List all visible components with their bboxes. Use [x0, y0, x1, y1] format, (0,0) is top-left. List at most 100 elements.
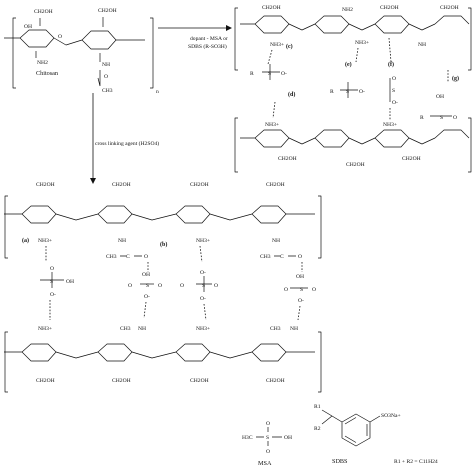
ch2oh-p2e: CH2OH	[346, 162, 365, 168]
msa-s: S	[266, 435, 269, 441]
chitosan-name: Chitosan	[36, 70, 58, 77]
o-p3l: O	[284, 287, 288, 293]
crosslink-arrow: cross linking agent (H2SO4)	[90, 93, 159, 184]
s-p3b: S	[146, 283, 149, 289]
o-p3a: O	[144, 254, 148, 260]
nh-p2: NH	[418, 42, 426, 48]
o-p3f: O	[158, 283, 162, 289]
r-p2a: R	[250, 71, 254, 77]
ch2oh-p2d: CH2OH	[278, 156, 297, 162]
msa-label: MSA	[258, 460, 272, 467]
nh3-p2c: NH3+	[265, 122, 279, 128]
ch2oh-p3h: CH2OH	[266, 378, 285, 384]
label-f: (f)	[388, 61, 394, 68]
o-p2d: O-	[392, 100, 398, 106]
sdbs-label: SDBS	[332, 458, 348, 465]
dopant-label-2: SDBS (R-SO3H)	[188, 43, 227, 50]
nh3-p2a: NH3+	[270, 42, 284, 48]
msa-h3c: H3C	[242, 435, 253, 441]
s-p2c: S	[392, 88, 395, 94]
ch2oh-p2c: CH2OH	[440, 5, 459, 11]
crosslink-label: cross linking agent (H2SO4)	[95, 140, 159, 147]
o-p3e: O	[128, 283, 132, 289]
nh2-p2: NH2	[342, 7, 353, 13]
o-p3d: O-	[50, 292, 56, 298]
nh-p3d: NH	[290, 326, 298, 332]
o-p3g: O-	[144, 294, 150, 300]
r-p2c: R	[420, 115, 424, 121]
msa-oh: OH	[284, 435, 292, 441]
ch2oh-p2f: CH2OH	[402, 156, 421, 162]
ch3-p3b: CH3	[260, 254, 271, 260]
s-p2a: S	[268, 71, 271, 77]
ch2oh-p3e: CH2OH	[36, 378, 55, 384]
oh-p2: OH	[436, 94, 444, 100]
o-p3b: O	[298, 254, 302, 260]
crosslinked-structure: CH2OH CH2OH CH2OH CH2OH NH3+ NH NH3+ NH …	[4, 182, 322, 393]
sdbs-formula: R1 + R2 = C11H24	[394, 459, 438, 465]
label-d: (d)	[288, 91, 295, 98]
o-p3k: O-	[200, 296, 206, 302]
subscript-n: n	[156, 89, 159, 95]
sdbs-r2: R2	[314, 426, 321, 432]
label-g: (g)	[452, 75, 459, 82]
label-b: (b)	[160, 241, 167, 248]
sdbs-r1: R1	[314, 404, 321, 410]
nh3-p3c: NH3+	[38, 326, 52, 332]
nh-p3b: NH	[272, 238, 280, 244]
doped-chitosan-structure: CH2OH CH2OH CH2OH NH2 NH3+ NH3+ NH (c) (…	[234, 5, 472, 173]
s-p3d: S	[300, 287, 303, 293]
o-p2c: O	[392, 76, 396, 82]
nh3-p3a: NH3+	[38, 238, 52, 244]
s-p3c: S	[202, 283, 205, 289]
c-p3a: C	[126, 254, 130, 260]
ch2oh-p3a: CH2OH	[36, 182, 55, 188]
dopant-label-1: dopant - MSA or	[190, 36, 228, 42]
o-p3j: O	[214, 283, 218, 289]
s-p3a: S	[50, 279, 53, 285]
ch2oh-p2a: CH2OH	[262, 5, 281, 11]
msa-structure: H3C S OH O O MSA	[242, 421, 292, 467]
dopant-arrow: dopant - MSA or SDBS (R-SO3H)	[158, 25, 232, 50]
s-p2d: S	[440, 115, 443, 121]
label-e: (e)	[345, 61, 352, 68]
s-p2b: S	[346, 89, 349, 95]
ch3-1: CH3	[102, 88, 113, 94]
nh3-p2d: NH3+	[383, 122, 397, 128]
ch2oh-1: CH2OH	[34, 9, 53, 15]
ch2oh-p3g: CH2OH	[190, 378, 209, 384]
msa-o-top: O	[266, 421, 270, 427]
nh-p3a: NH	[118, 238, 126, 244]
oh-p3b: OH	[142, 272, 150, 278]
o-p2e: O	[453, 115, 457, 121]
nh-p3c: NH	[138, 326, 146, 332]
legend: H3C S OH O O MSA SO3Na+ R1 R2 SDBS R1 + …	[242, 404, 438, 467]
o-p3n: O-	[298, 298, 304, 304]
nh3-p3d: NH3+	[196, 326, 210, 332]
oh-1: OH	[24, 24, 32, 30]
r-p2b: R	[330, 89, 334, 95]
carbonyl-o: O	[104, 74, 108, 80]
oh-p3c: OH	[296, 274, 304, 280]
label-a: (a)	[22, 237, 29, 244]
o-p3m: O	[312, 287, 316, 293]
label-c: (c)	[286, 43, 293, 50]
sdbs-structure: SO3Na+ R1 R2 SDBS R1 + R2 = C11H24	[314, 404, 438, 465]
o-p3h: O-	[200, 270, 206, 276]
o-link: O	[58, 34, 62, 40]
nh3-p2b: NH3+	[355, 40, 369, 46]
ch3-p3a: CH3	[106, 254, 117, 260]
msa-o-bottom: O	[266, 449, 270, 455]
ch3-p3c: CH3	[120, 326, 131, 332]
ch3-p3d: CH3	[270, 326, 281, 332]
ch2oh-p3c: CH2OH	[190, 182, 209, 188]
ch2oh-p3f: CH2OH	[112, 378, 131, 384]
o-p2b: O-	[359, 89, 365, 95]
nh-1: NH	[102, 62, 110, 68]
ch2oh-p3d: CH2OH	[266, 182, 285, 188]
c-p3b: C	[280, 254, 284, 260]
ch2oh-2: CH2OH	[98, 8, 117, 14]
nh3-p3b: NH3+	[196, 238, 210, 244]
oh-p3a: OH	[66, 279, 74, 285]
